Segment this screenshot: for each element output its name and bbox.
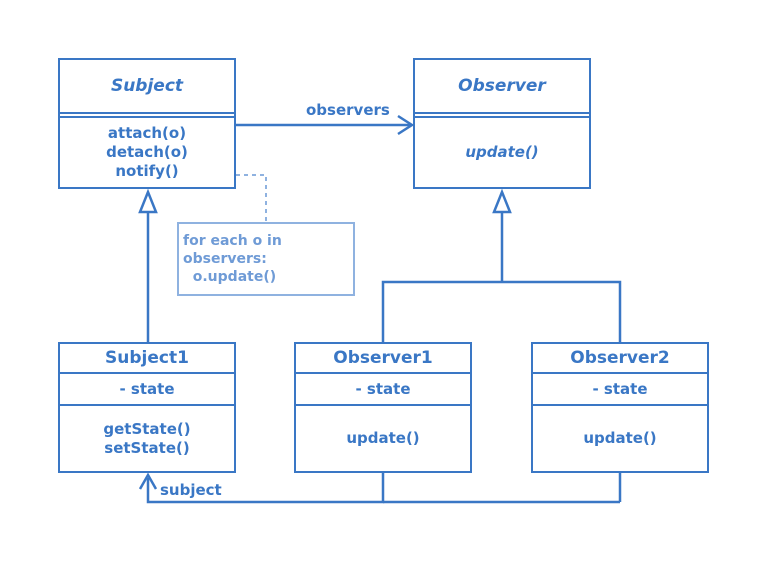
class-subject1-name: Subject1	[105, 347, 189, 368]
note-notify-impl: for each o in observers: o.update()	[177, 222, 355, 296]
association-subject-arrowhead	[138, 472, 158, 490]
class-observer-name: Observer	[458, 75, 546, 96]
method: detach(o)	[106, 143, 188, 161]
class-observer2[interactable]: Observer2 - state update()	[531, 342, 709, 473]
association-observers-arrowhead	[397, 114, 415, 136]
class-observer2-name: Observer2	[570, 347, 670, 368]
note-line: observers:	[183, 251, 267, 267]
class-observer2-attributes: - state	[533, 374, 707, 404]
generalization-subject1-triangle	[138, 188, 158, 214]
class-subject1[interactable]: Subject1 - state getState() setState()	[58, 342, 236, 473]
method: update()	[583, 429, 657, 447]
class-observer1[interactable]: Observer1 - state update()	[294, 342, 472, 473]
class-observer1-name: Observer1	[333, 347, 433, 368]
class-subject-methods: attach(o) detach(o) notify()	[60, 118, 234, 187]
association-subject-line	[146, 473, 385, 504]
association-subject-label: subject	[160, 481, 222, 499]
attribute: - state	[592, 379, 648, 398]
generalization-observer-triangle	[492, 188, 512, 214]
class-subject1-attributes: - state	[60, 374, 234, 404]
note-line: o.update()	[183, 269, 277, 285]
class-observer[interactable]: Observer update()	[413, 58, 591, 189]
attribute: - state	[119, 379, 175, 398]
class-observer2-methods: update()	[533, 406, 707, 471]
class-observer1-attributes: - state	[296, 374, 470, 404]
class-subject[interactable]: Subject attach(o) detach(o) notify()	[58, 58, 236, 189]
method: setState()	[104, 438, 190, 457]
method: update()	[465, 143, 539, 161]
class-subject1-methods: getState() setState()	[60, 406, 234, 471]
class-observer1-methods: update()	[296, 406, 470, 471]
method: update()	[346, 429, 420, 447]
association-observers-label: observers	[306, 101, 390, 119]
class-observer-methods: update()	[415, 118, 589, 187]
note-line: for each o in	[183, 233, 282, 249]
attribute: - state	[355, 379, 411, 398]
method: attach(o)	[107, 124, 187, 142]
class-subject-name: Subject	[110, 75, 184, 96]
method: getState()	[103, 419, 191, 438]
generalization-observer-branches	[381, 280, 622, 343]
method: notify()	[115, 162, 179, 180]
note-connector	[236, 174, 267, 222]
